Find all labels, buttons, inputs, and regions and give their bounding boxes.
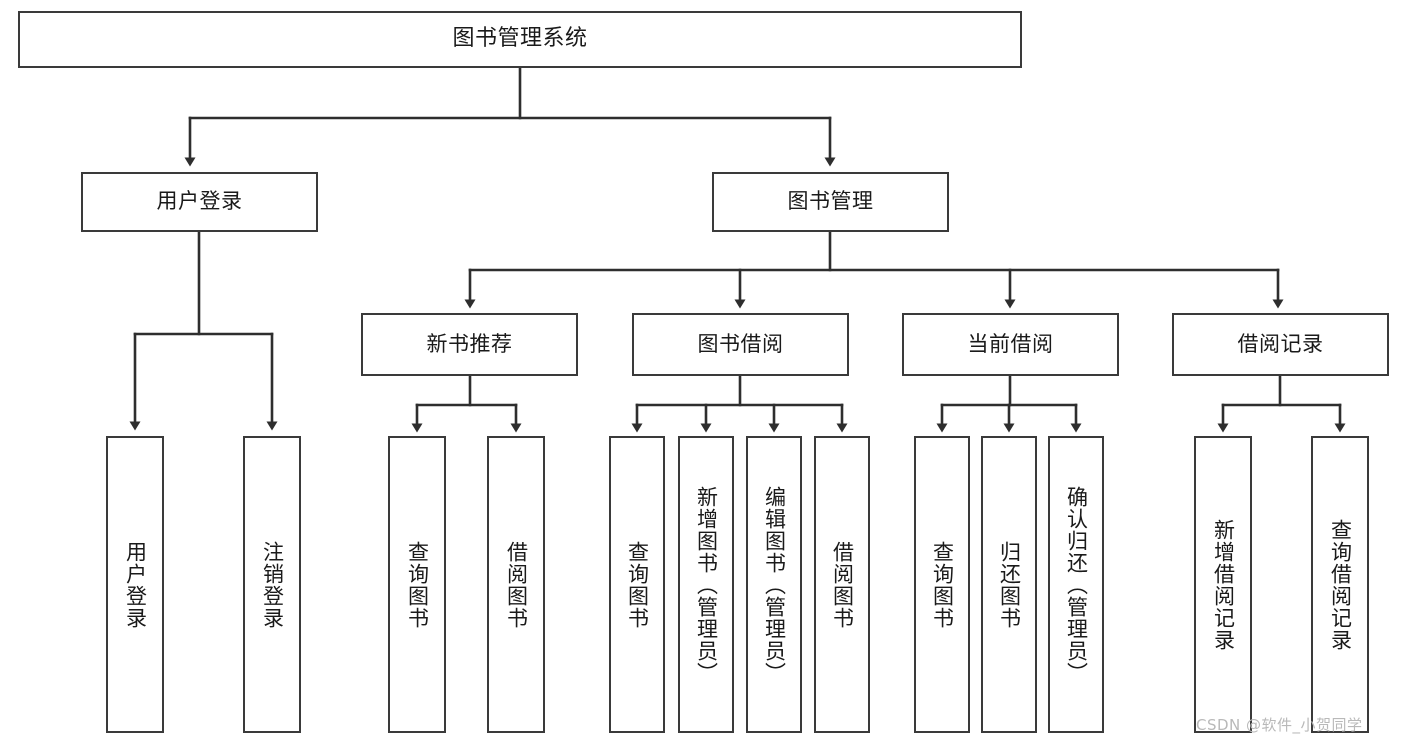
node-label: 新书推荐 bbox=[426, 331, 513, 356]
node-label: 查询借阅记录 bbox=[1328, 518, 1353, 651]
node-book-management-system[interactable]: 图书管理系统 bbox=[18, 11, 1022, 68]
node-label: 归还图书 bbox=[997, 540, 1022, 629]
node-book-borrow[interactable]: 图书借阅 bbox=[632, 313, 849, 376]
leaf-add-book-admin[interactable]: 新增图书（管理员） bbox=[678, 436, 734, 733]
leaf-edit-book-admin[interactable]: 编辑图书（管理员） bbox=[746, 436, 802, 733]
leaf-add-borrow-record[interactable]: 新增借阅记录 bbox=[1194, 436, 1252, 733]
node-label: 借阅图书 bbox=[830, 540, 855, 629]
leaf-user-login[interactable]: 用户登录 bbox=[106, 436, 164, 733]
node-label: 当前借阅 bbox=[967, 331, 1054, 356]
leaf-query-borrow-record[interactable]: 查询借阅记录 bbox=[1311, 436, 1369, 733]
node-label: 查询图书 bbox=[625, 540, 650, 629]
node-label: 查询图书 bbox=[930, 540, 955, 629]
node-label: 图书管理系统 bbox=[452, 26, 588, 52]
node-label: 用户登录 bbox=[123, 540, 148, 629]
leaf-return-book[interactable]: 归还图书 bbox=[981, 436, 1037, 733]
leaf-borrow-book-recommend[interactable]: 借阅图书 bbox=[487, 436, 545, 733]
node-borrow-record[interactable]: 借阅记录 bbox=[1172, 313, 1389, 376]
node-label: 借阅图书 bbox=[504, 540, 529, 629]
leaf-query-book-current[interactable]: 查询图书 bbox=[914, 436, 970, 733]
node-label: 编辑图书（管理员） bbox=[762, 485, 787, 684]
node-label: 新增借阅记录 bbox=[1211, 518, 1236, 651]
node-label: 借阅记录 bbox=[1237, 331, 1324, 356]
node-label: 注销登录 bbox=[260, 540, 285, 629]
node-label: 图书管理 bbox=[787, 189, 874, 214]
node-current-borrow[interactable]: 当前借阅 bbox=[902, 313, 1119, 376]
csdn-watermark: CSDN @软件_小贺同学 bbox=[1196, 716, 1363, 734]
leaf-confirm-return-admin[interactable]: 确认归还（管理员） bbox=[1048, 436, 1104, 733]
leaf-query-book-borrow[interactable]: 查询图书 bbox=[609, 436, 665, 733]
leaf-query-book-recommend[interactable]: 查询图书 bbox=[388, 436, 446, 733]
node-label: 查询图书 bbox=[405, 540, 430, 629]
node-book-manage[interactable]: 图书管理 bbox=[712, 172, 949, 232]
node-label: 图书借阅 bbox=[697, 331, 784, 356]
node-label: 用户登录 bbox=[156, 189, 243, 214]
node-label: 确认归还（管理员） bbox=[1064, 485, 1089, 684]
leaf-user-logout[interactable]: 注销登录 bbox=[243, 436, 301, 733]
node-label: 新增图书（管理员） bbox=[694, 485, 719, 684]
node-user-login[interactable]: 用户登录 bbox=[81, 172, 318, 232]
node-new-book-rec[interactable]: 新书推荐 bbox=[361, 313, 578, 376]
leaf-borrow-book-borrow[interactable]: 借阅图书 bbox=[814, 436, 870, 733]
